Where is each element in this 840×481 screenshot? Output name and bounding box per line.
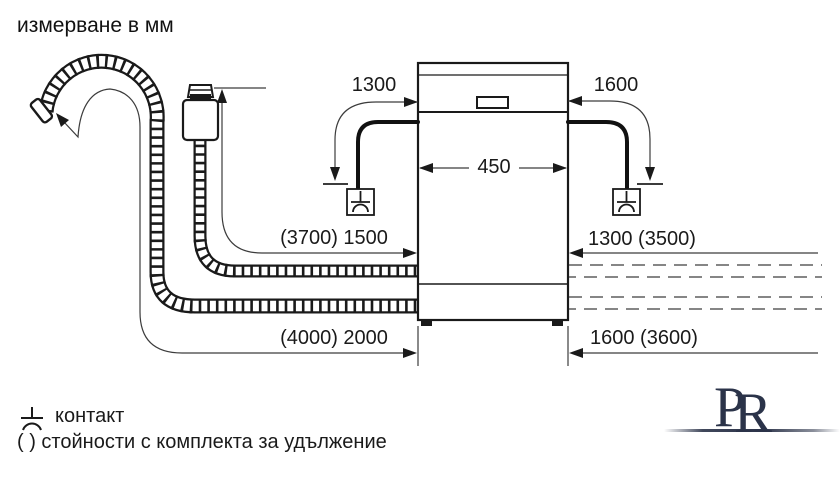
arrowheads [56, 89, 655, 358]
dim-line-drain [63, 88, 412, 354]
extended-hoses-dashed [569, 264, 822, 310]
drain-hose [29, 53, 421, 314]
drain-hose-end-cap [29, 97, 54, 124]
right-foot [552, 320, 563, 326]
dim-label-supply-length: (3700) 1500 [280, 227, 388, 249]
dim-label-1300: 1300 [351, 74, 397, 96]
aquastop-valve [181, 98, 220, 142]
power-cable-right [566, 120, 629, 190]
connector-nut [190, 94, 211, 100]
legend-socket-label: контакт [55, 405, 125, 427]
dim-label-450: 450 [477, 156, 511, 178]
page-title: измерване в мм [17, 14, 174, 37]
dim-label-drain-length: (4000) 2000 [280, 327, 388, 349]
dim-label-1600: 1600 [593, 74, 639, 96]
left-socket-icon [346, 188, 375, 216]
dishwasher [416, 61, 570, 366]
legend-socket-row: контакт [17, 404, 124, 434]
power-cable-left [356, 120, 420, 190]
dim-label-right-drain-length: 1600 (3600) [590, 327, 698, 349]
legend-note-row: ( ) стойности с комплекта за удължение [17, 430, 387, 454]
dim-line-1300 [334, 101, 418, 174]
logo-rule [664, 429, 840, 432]
dim-line-1600 [568, 100, 651, 174]
dimension-lines [63, 87, 818, 354]
legend-note-label: ( ) стойности с комплекта за удължение [17, 431, 387, 453]
logo-letter-p: P [714, 376, 746, 439]
logo-letter-r: R [734, 382, 773, 445]
power-cables [356, 120, 629, 190]
left-foot [421, 320, 432, 326]
dim-line-supply [221, 92, 412, 254]
socket-outlet-icon [21, 407, 43, 431]
door-handle [476, 96, 509, 109]
supply-hose [193, 136, 421, 278]
right-socket-icon [612, 188, 641, 216]
dim-label-right-supply-length: 1300 (3500) [588, 228, 696, 250]
tap-connector [181, 84, 220, 142]
